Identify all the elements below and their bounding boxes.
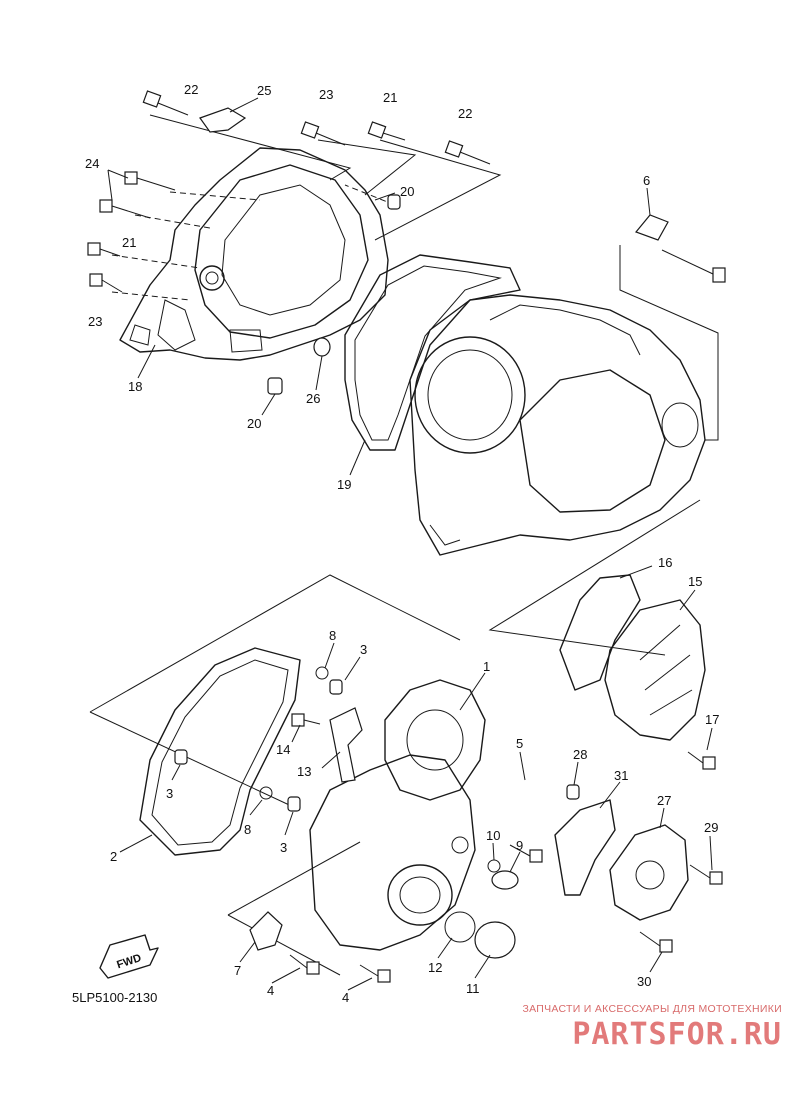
- callout-29: 29: [704, 820, 718, 835]
- callout-18: 18: [128, 379, 142, 394]
- gasket-2: [139, 647, 301, 856]
- guide-lines: [89, 114, 719, 976]
- callout-11: 11: [466, 981, 480, 996]
- callout-3: 3: [166, 786, 173, 801]
- gasket-16: [559, 574, 641, 691]
- callout-27: 27: [657, 793, 671, 808]
- callout-23: 23: [319, 87, 333, 102]
- callout-19: 19: [337, 477, 351, 492]
- callout-25: 25: [257, 83, 271, 98]
- callout-26: 26: [306, 391, 320, 406]
- gasket-19: [344, 254, 521, 451]
- bolts-upper: [87, 90, 726, 395]
- callout-17: 17: [705, 712, 719, 727]
- callout-12: 12: [428, 960, 442, 975]
- leader-lines: [107, 97, 713, 991]
- callout-1: 1: [483, 659, 490, 674]
- callout-30: 30: [637, 974, 651, 989]
- callout-24: 24: [85, 156, 99, 171]
- callout-16: 16: [658, 555, 672, 570]
- callout-3: 3: [280, 840, 287, 855]
- callout-23: 23: [88, 314, 102, 329]
- callout-15: 15: [688, 574, 702, 589]
- callout-7: 7: [234, 963, 241, 978]
- callout-20: 20: [400, 184, 414, 199]
- callout-8: 8: [244, 822, 251, 837]
- callout-14: 14: [276, 742, 290, 757]
- callout-28: 28: [573, 747, 587, 762]
- callout-13: 13: [297, 764, 311, 779]
- watermark-logo: PARTSFOR.RU: [572, 1017, 782, 1052]
- diagram-code: 5LP5100-2130: [72, 990, 158, 1005]
- callouts: 22 25 23 21 22 24 6 20 21 23 18 26 20 19…: [85, 82, 719, 1005]
- watermark-tagline: ЗАПЧАСТИ И АКСЕССУАРЫ ДЛЯ МОТОТЕХНИКИ: [522, 1003, 782, 1015]
- callout-22: 22: [458, 106, 472, 121]
- bolts-lower: [174, 666, 723, 983]
- callout-6: 6: [643, 173, 650, 188]
- callout-21: 21: [122, 235, 136, 250]
- water-pump-cover: [554, 799, 689, 921]
- fwd-arrow-icon: FWD: [99, 934, 159, 979]
- generator-cover: [309, 679, 486, 951]
- callout-5: 5: [516, 736, 523, 751]
- callout-3: 3: [360, 642, 367, 657]
- callout-31: 31: [614, 768, 628, 783]
- callout-20: 20: [247, 416, 261, 431]
- callout-21: 21: [383, 90, 397, 105]
- callout-8: 8: [329, 628, 336, 643]
- crankcase-cover-left: [119, 147, 389, 361]
- callout-22: 22: [184, 82, 198, 97]
- callout-4: 4: [267, 983, 274, 998]
- sprocket-cover-15: [604, 599, 706, 741]
- callout-4: 4: [342, 990, 349, 1005]
- crankcase: [409, 294, 706, 556]
- callout-9: 9: [516, 838, 523, 853]
- callout-2: 2: [110, 849, 117, 864]
- callout-10: 10: [486, 828, 500, 843]
- watermark: ЗАПЧАСТИ И АКСЕССУАРЫ ДЛЯ МОТОТЕХНИКИ PA…: [522, 1003, 782, 1052]
